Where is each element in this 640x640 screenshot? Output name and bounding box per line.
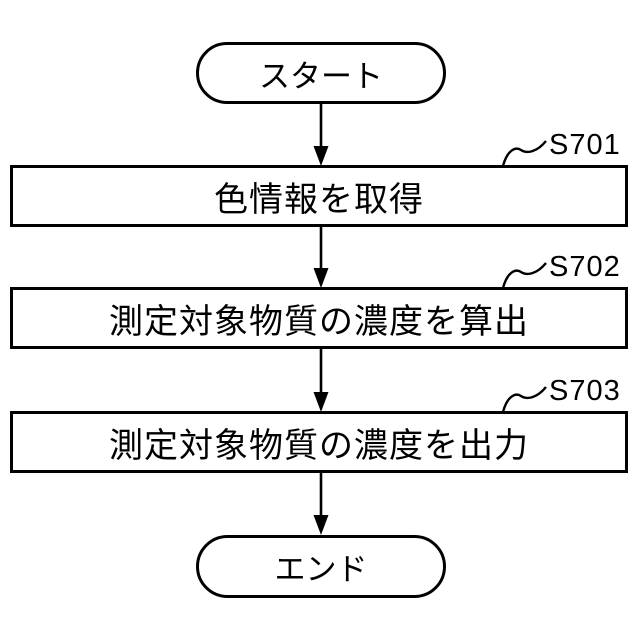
step-ref-s702: S702 <box>549 251 621 283</box>
end-terminal-label: エンド <box>274 552 368 587</box>
process-step-3: 測定対象物質の濃度を出力 <box>10 411 628 473</box>
flow-arrow-step2-to-step3 <box>313 349 329 412</box>
step-ref-s701: S701 <box>549 129 621 161</box>
flow-arrow-step3-to-end <box>313 472 329 535</box>
leader-line-s702 <box>501 262 547 289</box>
process-step-2-label: 測定対象物質の濃度を算出 <box>109 302 529 341</box>
start-terminal-label: スタート <box>259 58 383 94</box>
leader-line-s703 <box>501 386 547 413</box>
end-terminal: エンド <box>196 535 446 598</box>
process-step-2: 測定対象物質の濃度を算出 <box>10 287 628 349</box>
leader-line-s701 <box>501 140 547 167</box>
flow-arrow-start-to-step1 <box>313 104 329 166</box>
start-terminal: スタート <box>196 42 446 104</box>
flow-arrow-step1-to-step2 <box>313 227 329 288</box>
process-step-1-label: 色情報を取得 <box>214 180 424 219</box>
process-step-3-label: 測定対象物質の濃度を出力 <box>109 426 529 465</box>
process-step-1: 色情報を取得 <box>10 165 628 227</box>
step-ref-s703: S703 <box>549 375 621 407</box>
